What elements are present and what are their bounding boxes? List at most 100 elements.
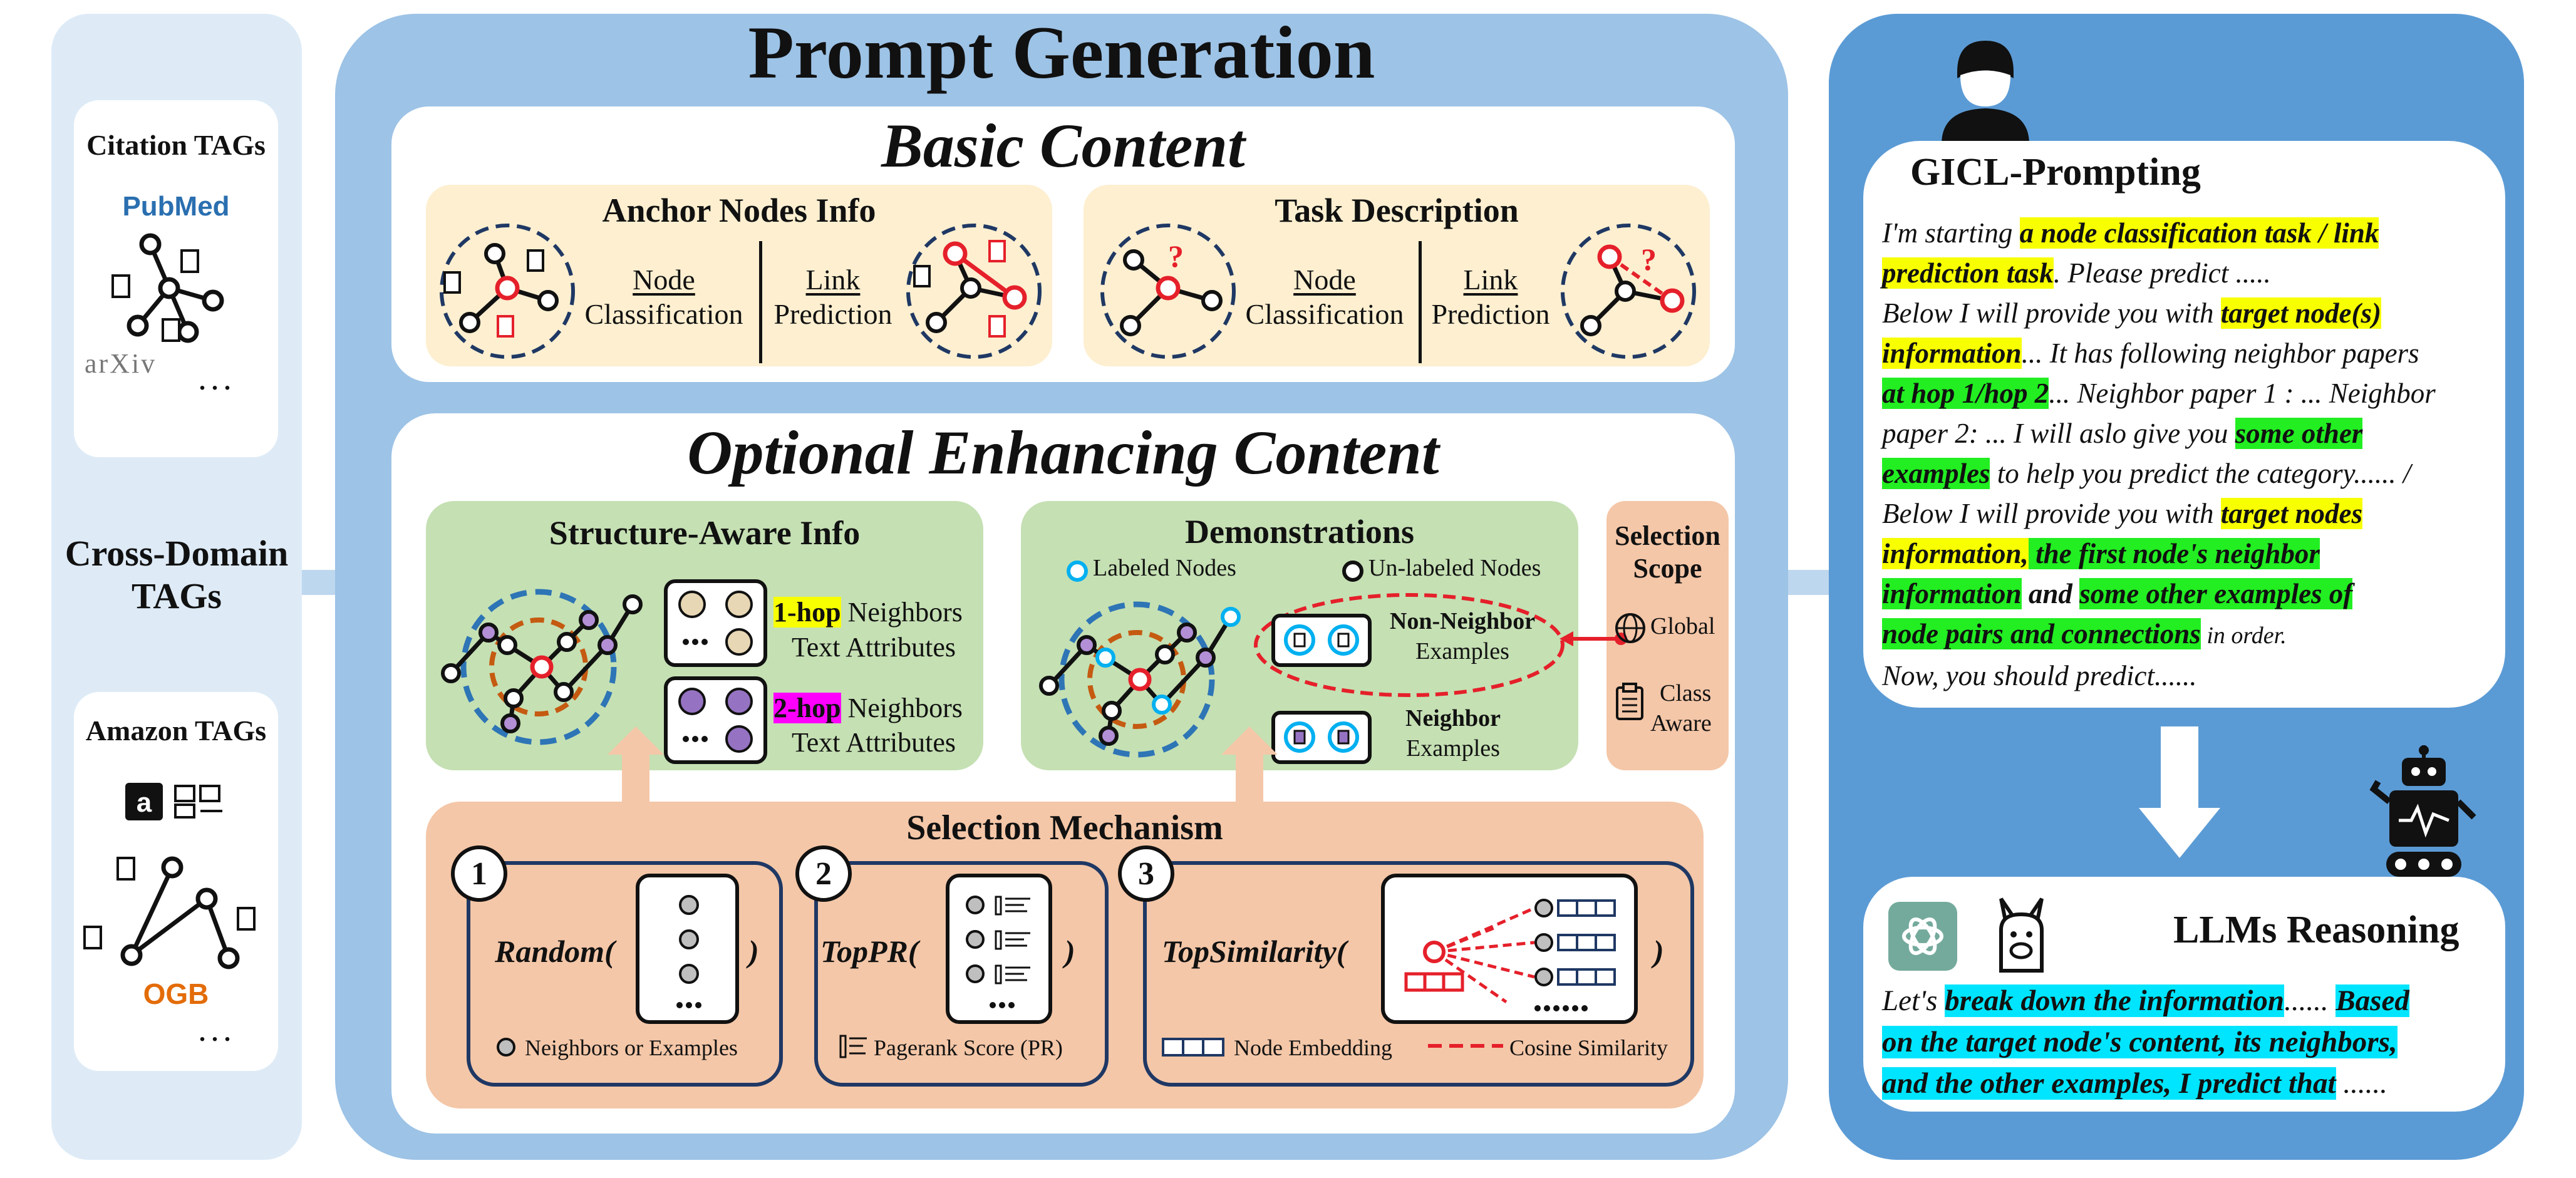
task-link-label-2: Prediction [1431, 298, 1550, 330]
pagerank-icon [839, 1035, 867, 1058]
citation-graph-icon [111, 233, 224, 343]
task-description-box [1084, 185, 1710, 366]
task-node-label-1: Node [1293, 264, 1356, 296]
llm-reasoning-text: Let's break down the information...... B… [1882, 984, 2409, 1100]
chatgpt-icon [1888, 902, 1957, 971]
random-list-items [676, 895, 701, 1008]
one-hop-card [664, 579, 767, 667]
scope-class-label-1: Class [1660, 680, 1712, 706]
anchor-node-graph [440, 224, 575, 359]
amazon-more: . . . [199, 1018, 230, 1046]
unlabeled-node-icon [1342, 561, 1363, 582]
node-embedding-label: Node Embedding [1234, 1035, 1392, 1060]
llama-icon [1999, 897, 2044, 973]
arxiv-logo: arXiv [85, 348, 157, 379]
non-neighbor-ellipse [1254, 593, 1565, 697]
non-neighbor-label-1: Non-Neighbor [1389, 608, 1536, 634]
labeled-nodes-label: Labeled Nodes [1093, 555, 1236, 581]
up-arrow-structure [608, 726, 664, 805]
task-node-graph [1100, 224, 1236, 359]
globe-icon [1615, 613, 1645, 643]
scope-global-label: Global [1650, 613, 1715, 639]
cross-domain-label-2: TAGs [132, 576, 222, 616]
cross-domain-label-1: Cross-Domain [65, 533, 289, 574]
random-close: ) [748, 934, 759, 969]
one-hop-label: 1-hop Neighbors [773, 597, 963, 628]
optional-content-title: Optional Enhancing Content [687, 418, 1439, 487]
scope-class-label-2: Aware [1650, 710, 1712, 736]
gicl-prompting-title: GICL-Prompting [1910, 151, 2201, 194]
toppr-legend-label: Pagerank Score (PR) [874, 1035, 1063, 1060]
up-arrow-demos [1221, 726, 1278, 805]
neighbor-label-1: Neighbor [1405, 705, 1501, 731]
task-divider [1419, 241, 1422, 363]
selection-scope-title-1: Selection [1615, 520, 1720, 551]
citation-more: . . . [199, 367, 230, 395]
anchor-link-label-1: Link [805, 264, 861, 296]
neighbor-docs [1284, 721, 1359, 753]
toppr-card [814, 861, 1109, 1087]
two-hop-label: 2-hop Neighbors [773, 693, 963, 723]
task-link-question: ? [1641, 242, 1657, 277]
topsim-number: 3 [1118, 845, 1174, 902]
labeled-node-icon [1067, 561, 1088, 582]
demonstrations-title: Demonstrations [1185, 513, 1414, 550]
prompt-generation-title: Prompt Generation [748, 11, 1375, 94]
clipboard-icon [1616, 683, 1643, 720]
amazon-graph-icon: a [83, 783, 256, 969]
svg-text:a: a [137, 787, 152, 818]
random-number: 1 [451, 845, 507, 902]
selection-scope-box [1606, 501, 1729, 770]
anchor-link-graph [906, 224, 1042, 359]
random-legend-label: Neighbors or Examples [525, 1035, 738, 1060]
non-neighbor-label-2: Examples [1415, 638, 1509, 664]
random-card [467, 861, 783, 1087]
llm-reasoning-title: LLMs Reasoning [2173, 909, 2460, 951]
structure-graph [441, 589, 643, 745]
citation-tags-card [74, 100, 278, 457]
cosine-similarity-icon [1428, 1044, 1503, 1048]
two-hop-docs [678, 688, 753, 753]
structure-aware-title: Structure-Aware Info [549, 514, 861, 552]
gicl-prompt-text: I'm starting a node classification task … [1882, 217, 2436, 691]
unlabeled-nodes-label: Un-labeled Nodes [1368, 555, 1541, 581]
node-embedding-icon [1162, 1038, 1224, 1057]
toppr-list-items [966, 896, 1030, 1008]
task-node-question: ? [1168, 239, 1184, 274]
anchor-node-label-1: Node [633, 264, 695, 296]
robot-icon [2369, 745, 2476, 877]
anchor-node-label-2: Classification [584, 298, 743, 330]
two-hop-text-attributes: Text Attributes [791, 727, 956, 758]
toppr-label: TopPR( [820, 934, 919, 969]
ogb-logo: OGB [143, 978, 209, 1010]
two-hop-card [664, 676, 767, 764]
task-link-label-1: Link [1463, 264, 1518, 296]
task-description-title: Task Description [1275, 192, 1519, 229]
topsim-close: ) [1653, 934, 1664, 969]
down-arrow-icon [2139, 726, 2220, 858]
anchor-link-label-2: Prediction [773, 298, 892, 330]
demonstration-graph [1039, 601, 1241, 758]
anchor-nodes-box [426, 185, 1052, 366]
amazon-tags-title: Amazon TAGs [85, 715, 267, 747]
non-neighbor-docs [1284, 624, 1359, 656]
anchor-nodes-title: Anchor Nodes Info [602, 192, 876, 229]
topsim-label: TopSimilarity( [1162, 934, 1347, 969]
neighbor-example-legend-icon [497, 1038, 515, 1057]
selection-scope-title-2: Scope [1633, 553, 1702, 584]
topsim-similarity-diagram [1404, 899, 1616, 1011]
cosine-similarity-label: Cosine Similarity [1509, 1035, 1668, 1060]
one-hop-docs [678, 591, 753, 656]
toppr-close: ) [1065, 934, 1075, 969]
citation-tags-title: Citation TAGs [86, 129, 266, 161]
random-label: Random( [495, 934, 615, 969]
topsim-card [1143, 861, 1694, 1087]
person-icon [1942, 41, 2029, 144]
anchor-divider [759, 241, 762, 363]
task-link-graph [1561, 224, 1696, 359]
selection-mechanism-title: Selection Mechanism [906, 809, 1223, 847]
toppr-number: 2 [795, 845, 852, 902]
task-node-label-2: Classification [1245, 298, 1404, 330]
basic-content-title: Basic Content [881, 111, 1245, 180]
neighbor-label-2: Examples [1406, 735, 1500, 762]
